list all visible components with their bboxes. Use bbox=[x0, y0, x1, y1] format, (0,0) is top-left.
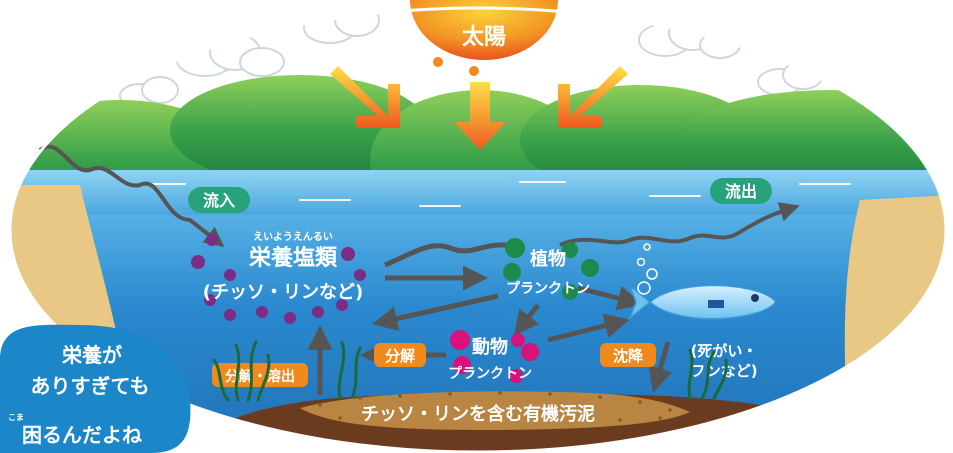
flow-line bbox=[384, 242, 510, 268]
lake-surface bbox=[10, 170, 946, 215]
right-shore bbox=[844, 195, 946, 452]
surface-ripples bbox=[139, 181, 851, 207]
ray-arrow-right bbox=[558, 66, 628, 128]
ray-arrow-left bbox=[330, 66, 400, 128]
sun: 太陽 bbox=[410, 0, 558, 76]
phytoplankton-dots bbox=[503, 238, 599, 300]
sedimentation-arrow bbox=[648, 341, 673, 393]
phyto-decompose-arrow bbox=[372, 293, 499, 331]
bubbles bbox=[636, 243, 658, 295]
phyto-subtitle: プランクトン bbox=[506, 281, 590, 297]
zoo-to-fish-arrow bbox=[547, 313, 630, 343]
outflow-arrow bbox=[559, 202, 800, 247]
nutrients-ruby: えいようえんるい bbox=[253, 231, 333, 243]
sun-rays bbox=[330, 66, 628, 150]
zoo-title: 動物 bbox=[472, 336, 508, 358]
speech-line2: ありすぎても bbox=[31, 374, 150, 398]
phyto-to-fish-arrow bbox=[577, 285, 643, 311]
nutrients-title: 栄養塩類 bbox=[248, 245, 338, 271]
sediment-label: チッソ・リンを含む有機汚泥 bbox=[361, 403, 595, 425]
inflow-tag: 流入 bbox=[188, 187, 250, 213]
sedimentation-badge: 沈降 bbox=[600, 343, 656, 367]
phyto-to-zoo-arrow bbox=[513, 303, 540, 336]
inflow-arrow bbox=[38, 144, 225, 247]
ray-arrow-center bbox=[454, 82, 506, 150]
outflow-tag: 流出 bbox=[710, 178, 772, 204]
decompose-dissolve-badge: 分解・溶出 bbox=[212, 363, 308, 387]
speech-line3: 困るんだよね bbox=[22, 423, 142, 447]
sun-label: 太陽 bbox=[462, 25, 506, 50]
phyto-title: 植物 bbox=[530, 248, 566, 270]
lens-border bbox=[8, 6, 948, 453]
zoo-subtitle: プランクトン bbox=[448, 366, 532, 382]
speech-line1: 栄養が bbox=[61, 343, 122, 367]
inflow-label: 流入 bbox=[203, 191, 235, 210]
outflow-label: 流出 bbox=[725, 182, 757, 201]
nutrient-dots bbox=[191, 234, 366, 324]
sedimentation-label: 沈降 bbox=[613, 347, 644, 365]
speech-bubble: 栄養が ありすぎても こま 困るんだよね bbox=[0, 324, 191, 453]
decompose-badge: 分解 bbox=[374, 343, 426, 367]
nutrients-subtitle: (チッソ・リンなど) bbox=[203, 282, 363, 303]
decompose-label: 分解 bbox=[385, 347, 415, 365]
water-plants bbox=[212, 340, 728, 402]
speech-ruby: こま bbox=[8, 413, 24, 422]
sediment-layer: チッソ・リンを含む有機汚泥 bbox=[300, 391, 690, 430]
zooplankton-dots bbox=[450, 330, 539, 383]
fish bbox=[628, 283, 776, 321]
dead-matter-line1: (死がい・ bbox=[691, 342, 758, 360]
decompose-dissolve-label: 分解・溶出 bbox=[225, 368, 295, 385]
